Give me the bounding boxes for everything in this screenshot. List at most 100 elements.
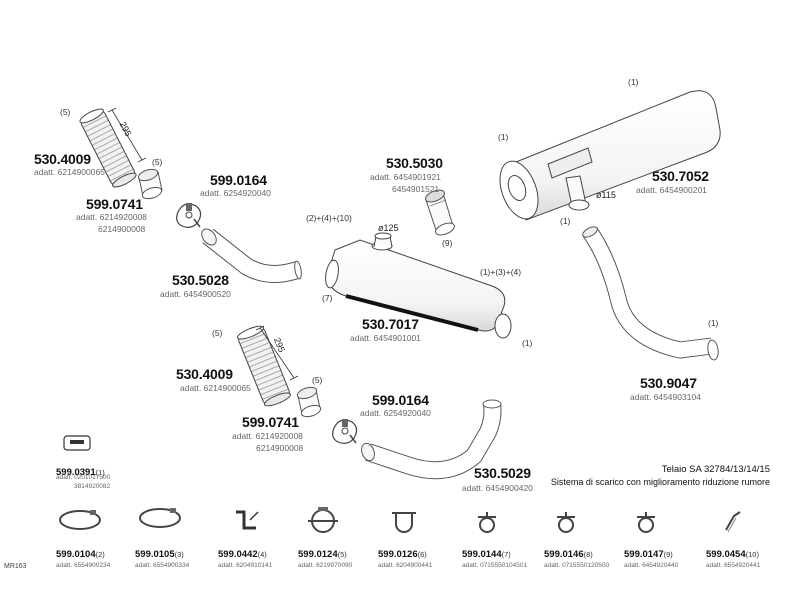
bottom-part-number: 599.0105 <box>135 549 175 560</box>
clamp-top <box>176 203 202 228</box>
part-number-599-0741-top: 599.0741 <box>86 196 143 212</box>
part-number-530-7052: 530.7052 <box>652 168 709 184</box>
tail-pipe-qty-top: (1) <box>560 216 571 226</box>
part-number-599-0741-bottom: 599.0741 <box>242 414 299 430</box>
sleeve-top-qty: (5) <box>152 157 163 167</box>
bottom-part-adatt: adatt. 6554920441 <box>706 562 761 569</box>
tail-pipe-qty-end: (1) <box>708 318 719 328</box>
sleeve-bottom <box>296 386 322 418</box>
bottom-part-label: 599.0146(8) <box>544 544 609 562</box>
part-adatt2-599-0741-bottom: 6214900008 <box>256 443 304 453</box>
part-label-599-0391: 599.0391(1) <box>56 462 105 480</box>
part-number-530-4009-top: 530.4009 <box>34 151 91 167</box>
bottom-part-qty: (7) <box>501 550 511 559</box>
bottom-part-number: 599.0126 <box>378 549 418 560</box>
bent-pipe-5029 <box>361 399 502 480</box>
bottom-parts-icons <box>59 507 741 533</box>
bottom-part-label: 599.0126(6) <box>378 544 432 562</box>
part-number-530-5030: 530.5030 <box>386 155 443 171</box>
part-number-530-4009-bottom: 530.4009 <box>176 366 233 382</box>
bottom-part-qty: (5) <box>337 550 347 559</box>
hose-clamp-ring-icon <box>139 508 181 528</box>
hose-clamp-ring-icon <box>59 510 101 530</box>
bottom-part-item: 599.0124(5)adatt. 6219970090 <box>298 544 352 570</box>
bottom-part-number: 599.0104 <box>56 549 96 560</box>
bent-pipe-5028 <box>201 228 302 283</box>
bottom-part-label: 599.0105(3) <box>135 544 189 562</box>
tail-pipe-9047 <box>582 226 719 361</box>
sleeve-top <box>137 168 163 200</box>
part-adatt-530-7052: adatt. 6454900201 <box>636 185 707 195</box>
bottom-part-qty: (8) <box>583 550 593 559</box>
mounting-bracket-icon <box>236 510 259 530</box>
bottom-part-qty: (2) <box>95 550 105 559</box>
bottom-part-qty: (3) <box>174 550 184 559</box>
part-number-599-0391: 599.0391 <box>56 467 96 478</box>
chassis-title: Telaio SA 32784/13/14/15 <box>661 464 770 475</box>
flex-pipe-top <box>79 107 147 188</box>
pipe-clamp-icon <box>478 512 496 533</box>
bottom-part-label: 599.0124(5) <box>298 544 352 562</box>
bracket-0391-icon <box>63 435 91 451</box>
part-number-530-5028: 530.5028 <box>172 272 229 288</box>
main-muffler-qty-top: (1) <box>628 77 639 87</box>
part-adatt2-530-5030: 6454901521 <box>392 184 440 194</box>
bottom-part-item: 599.0144(7)adatt. 0715550104501 <box>462 544 527 570</box>
bottom-part-adatt: adatt. 6554900234 <box>56 562 111 569</box>
bottom-part-adatt: adatt. 0715550104501 <box>462 562 528 569</box>
flex-pipe-bottom-qty: (5) <box>212 328 223 338</box>
bottom-part-adatt: adatt. 0715550120500 <box>544 562 610 569</box>
bottom-part-label: 599.0144(7) <box>462 544 527 562</box>
muffler-7017-diameter: ø125 <box>378 223 399 233</box>
short-pipe-5030 <box>425 189 455 236</box>
bottom-part-number: 599.0124 <box>298 549 338 560</box>
bottom-part-number: 599.0454 <box>706 549 746 560</box>
part-number-530-7017: 530.7017 <box>362 316 419 332</box>
bottom-part-qty: (10) <box>745 550 759 559</box>
muffler-7017-qty-bottom: (1) <box>522 338 533 348</box>
part-adatt-530-5028: adatt. 6454900520 <box>160 289 231 299</box>
bottom-part-number: 599.0144 <box>462 549 502 560</box>
bottom-part-qty: (6) <box>417 550 427 559</box>
bottom-part-adatt: adatt. 6454920440 <box>624 562 679 569</box>
part-number-599-0164-top: 599.0164 <box>210 172 267 188</box>
pipe-clamp-icon <box>557 512 575 533</box>
bottom-part-adatt: adatt. 6219970090 <box>298 562 353 569</box>
muffler-7017 <box>325 232 512 339</box>
part-number-530-5029: 530.5029 <box>474 465 531 481</box>
pipe-clamp-icon <box>637 512 655 533</box>
part-adatt-530-4009-bottom: adatt. 6214900065 <box>180 383 251 393</box>
part-adatt-530-4009-top: adatt. 6214900065 <box>34 167 105 177</box>
part-adatt-599-0164-bottom: adatt. 6254920040 <box>360 408 431 418</box>
part-adatt2-599-0741-top: 6214900008 <box>98 224 146 234</box>
u-bolt-clamp-icon <box>392 512 416 533</box>
bottom-part-qty: (9) <box>663 550 673 559</box>
bottom-part-item: 599.0105(3)adatt. 6554900334 <box>135 544 189 570</box>
part-adatt-599-0391: adatt. 0201017500 <box>56 474 111 481</box>
bottom-part-label: 599.0104(2) <box>56 544 110 562</box>
part-adatt-599-0164-top: adatt. 6254920040 <box>200 188 271 198</box>
bottom-part-label: 599.0147(9) <box>624 544 678 562</box>
bottom-part-number: 599.0442 <box>218 549 258 560</box>
bottom-part-label: 599.0442(4) <box>218 544 272 562</box>
clamp-bottom <box>332 419 358 444</box>
bottom-part-label: 599.0454(10) <box>706 544 760 562</box>
bottom-part-qty: (4) <box>257 550 267 559</box>
sleeve-bottom-qty: (5) <box>312 375 323 385</box>
clamp-band-icon <box>308 507 338 533</box>
gasket-strip-icon <box>725 511 741 533</box>
bottom-part-item: 599.0454(10)adatt. 6554920441 <box>706 544 760 570</box>
muffler-7017-qty-left: (7) <box>322 293 333 303</box>
part-qty-599-0391: (1) <box>95 468 105 477</box>
main-muffler-diameter: ø115 <box>596 190 616 200</box>
bottom-part-item: 599.0442(4)adatt. 6204910141 <box>218 544 272 570</box>
bottom-part-item: 599.0126(6)adatt. 6204900441 <box>378 544 432 570</box>
part-adatt-599-0741-top: adatt. 6214920008 <box>76 212 147 222</box>
muffler-7017-qty-top: (2)+(4)+(10) <box>306 213 352 223</box>
bottom-part-item: 599.0146(8)adatt. 0715550120500 <box>544 544 609 570</box>
part-adatt-530-5030: adatt. 6454901921 <box>370 172 441 182</box>
system-description: Sistema di scarico con miglioramento rid… <box>550 477 770 487</box>
muffler-7017-qty-right: (1)+(3)+(4) <box>480 267 522 277</box>
main-muffler-7052 <box>499 90 721 221</box>
